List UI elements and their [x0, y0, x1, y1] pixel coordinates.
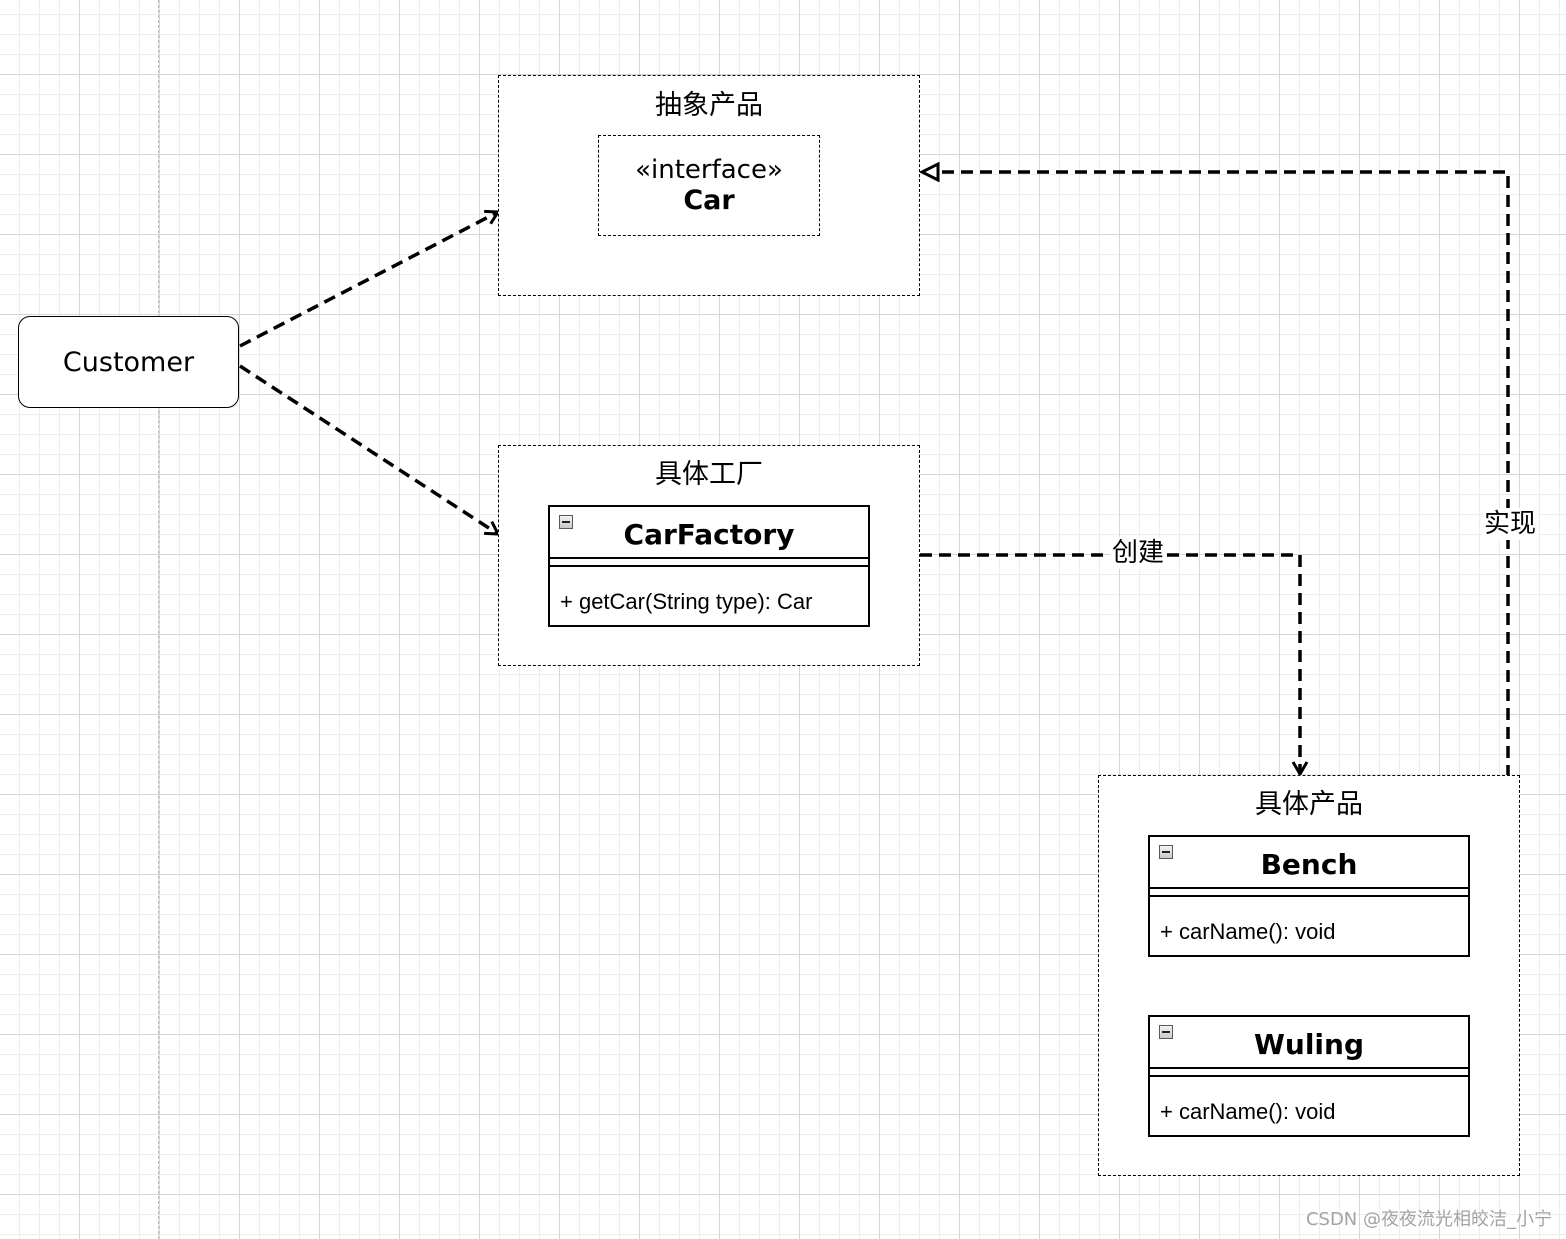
bench-attributes [1150, 889, 1468, 897]
concrete-factory-title: 具体工厂 [655, 459, 763, 490]
concrete-factory-group[interactable]: 具体工厂 CarFactory + getCar(String type): C… [498, 445, 920, 666]
customer-label: Customer [62, 346, 195, 378]
watermark: CSDN @夜夜流光相皎洁_小宁 [1305, 1209, 1552, 1230]
bench-class[interactable]: Bench + carName(): void [1148, 835, 1470, 957]
page-boundary-guide [158, 0, 159, 1239]
carfactory-method: + getCar(String type): Car [560, 589, 813, 614]
wuling-attributes [1150, 1069, 1468, 1077]
carfactory-class-header: CarFactory [550, 507, 868, 559]
edge-customer-to-concrete-factory [239, 364, 501, 536]
carfactory-class-name: CarFactory [623, 518, 795, 551]
abstract-product-title: 抽象产品 [655, 90, 763, 121]
edge-customer-to-abstract-product [239, 209, 501, 348]
bench-class-name: Bench [1260, 848, 1358, 881]
wuling-class-header: Wuling [1150, 1017, 1468, 1069]
implement-edge-label: 实现 [1482, 508, 1539, 540]
interface-name: Car [683, 185, 735, 216]
collapse-icon[interactable] [1159, 845, 1173, 859]
wuling-class[interactable]: Wuling + carName(): void [1148, 1015, 1470, 1137]
collapse-icon[interactable] [1159, 1025, 1173, 1039]
abstract-product-group[interactable]: 抽象产品 «interface» Car [498, 75, 920, 296]
wuling-class-name: Wuling [1254, 1028, 1364, 1061]
collapse-icon[interactable] [559, 515, 573, 529]
create-edge-label: 创建 [1110, 537, 1167, 569]
bench-class-header: Bench [1150, 837, 1468, 889]
concrete-product-title: 具体产品 [1255, 789, 1363, 820]
edge-factory-creates-product [920, 553, 1309, 777]
carfactory-class[interactable]: CarFactory + getCar(String type): Car [548, 505, 870, 627]
interface-stereotype: «interface» [635, 155, 783, 185]
wuling-method: + carName(): void [1160, 1099, 1336, 1124]
concrete-product-group[interactable]: 具体产品 Bench + carName(): void Wuling + ca… [1098, 775, 1520, 1176]
bench-method: + carName(): void [1160, 919, 1336, 944]
carfactory-attributes [550, 559, 868, 567]
customer-node[interactable]: Customer [18, 316, 239, 408]
car-interface[interactable]: «interface» Car [598, 135, 820, 236]
